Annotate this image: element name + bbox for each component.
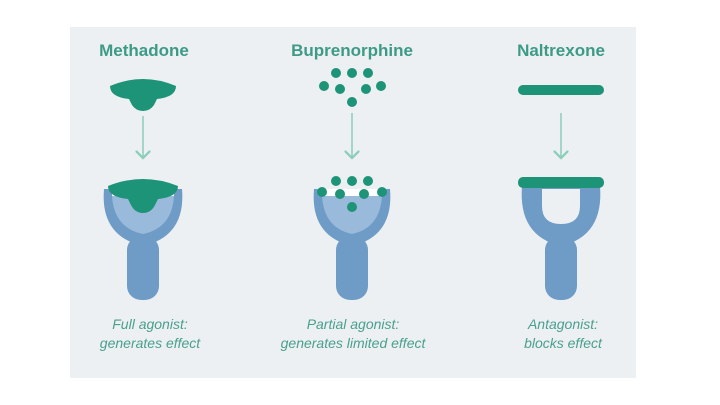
methadone-molecule <box>110 79 176 111</box>
buprenorphine-molecule <box>319 68 386 107</box>
buprenorphine-caption-line2: generates limited effect <box>243 334 463 353</box>
naltrexone-bound-molecule <box>518 177 604 188</box>
naltrexone-molecule <box>518 85 604 95</box>
methadone-caption: Full agonist: generates effect <box>40 315 260 353</box>
methadone-caption-line1: Full agonist: <box>40 315 260 334</box>
naltrexone-caption: Antagonist: blocks effect <box>453 315 673 353</box>
naltrexone-caption-line2: blocks effect <box>453 334 673 353</box>
buprenorphine-caption-line1: Partial agonist: <box>243 315 463 334</box>
naltrexone-caption-line1: Antagonist: <box>453 315 673 334</box>
naltrexone-receptor <box>522 186 601 300</box>
buprenorphine-caption: Partial agonist: generates limited effec… <box>243 315 463 353</box>
methadone-caption-line2: generates effect <box>40 334 260 353</box>
